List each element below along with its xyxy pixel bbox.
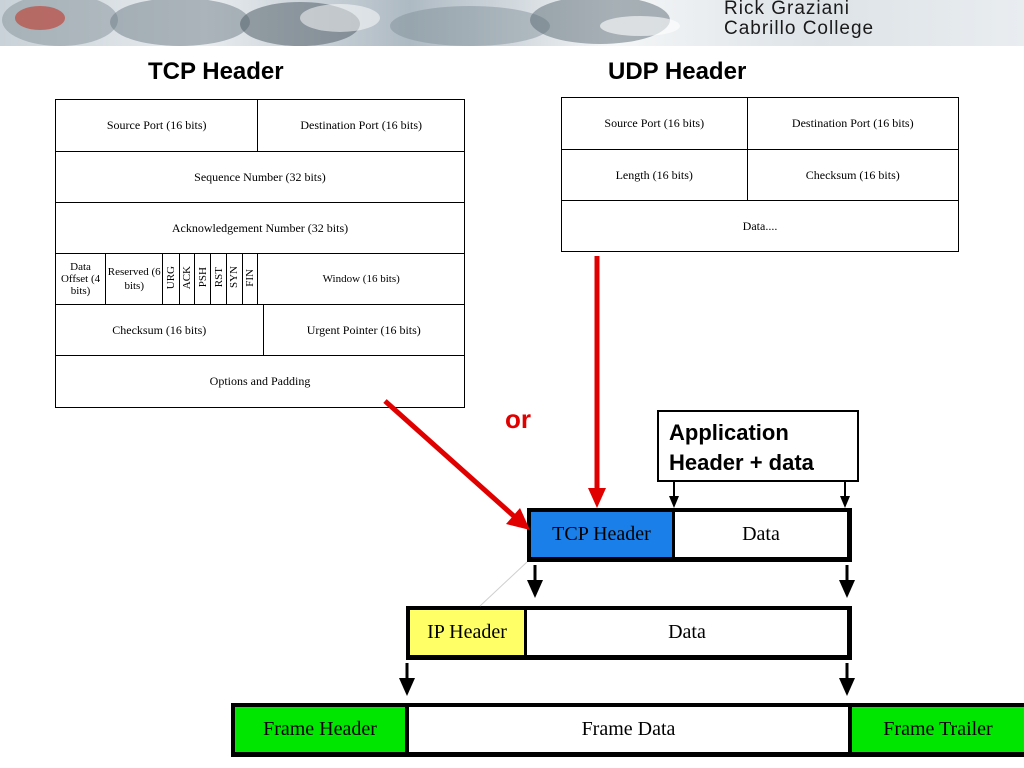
application-line2: Header + data bbox=[669, 450, 814, 475]
segment-tcp-header: TCP Header bbox=[531, 512, 675, 557]
tcp-source-port-cell: Source Port (16 bits) bbox=[54, 99, 259, 152]
udp-destination-port-cell: Destination Port (16 bits) bbox=[746, 97, 959, 150]
udp-header-table: Source Port (16 bits) Destination Port (… bbox=[561, 97, 959, 252]
black-arrow-app-left bbox=[669, 482, 679, 508]
black-arrow-app-right bbox=[840, 482, 850, 508]
packet-ip-header: IP Header bbox=[410, 610, 527, 655]
application-box: Application Header + data bbox=[657, 410, 859, 482]
udp-checksum-cell: Checksum (16 bits) bbox=[746, 149, 959, 201]
packet-data: Data bbox=[527, 610, 847, 655]
udp-length-cell: Length (16 bits) bbox=[561, 149, 748, 201]
frame-header: Frame Header bbox=[235, 707, 409, 752]
tcp-window-cell: Window (16 bits) bbox=[257, 253, 465, 305]
tcp-options-cell: Options and Padding bbox=[55, 355, 465, 408]
application-line1: Application bbox=[669, 420, 789, 445]
segment-data: Data bbox=[675, 512, 847, 557]
red-arrow-tcp bbox=[383, 399, 530, 530]
frame-trailer: Frame Trailer bbox=[848, 707, 1024, 752]
tcp-sequence-number-cell: Sequence Number (32 bits) bbox=[55, 151, 465, 203]
black-arrow-packet-left bbox=[399, 663, 415, 696]
author-name: Rick Graziani bbox=[724, 0, 850, 19]
banner-decoration bbox=[2, 0, 680, 46]
udp-header-title: UDP Header bbox=[608, 58, 747, 85]
black-arrow-segment-right bbox=[839, 565, 855, 598]
tcp-checksum-cell: Checksum (16 bits) bbox=[55, 304, 264, 356]
packet-row: IP Header Data bbox=[406, 606, 852, 660]
tcp-header-table: Source Port (16 bits) Destination Port (… bbox=[54, 99, 466, 408]
tcp-header-title: TCP Header bbox=[148, 58, 284, 85]
frame-row: Frame Header Frame Data Frame Trailer bbox=[231, 703, 1024, 757]
tcp-urgent-pointer-cell: Urgent Pointer (16 bits) bbox=[262, 304, 466, 356]
segment-row: TCP Header Data bbox=[527, 508, 852, 562]
udp-data-cell: Data.... bbox=[561, 200, 959, 252]
frame-data: Frame Data bbox=[409, 707, 848, 752]
black-arrow-packet-right bbox=[839, 663, 855, 696]
author-college: Cabrillo College bbox=[724, 18, 875, 39]
or-label: or bbox=[505, 404, 531, 434]
banner-author: Rick Graziani Cabrillo College bbox=[724, 0, 874, 39]
tcp-ack-number-cell: Acknowledgement Number (32 bits) bbox=[55, 202, 465, 254]
faint-guide-line bbox=[479, 561, 528, 607]
red-arrow-udp bbox=[588, 256, 606, 508]
tcp-reserved-cell: Reserved (6 bits) bbox=[105, 253, 164, 305]
banner: Rick Graziani Cabrillo College bbox=[0, 0, 1024, 46]
black-arrow-segment-left bbox=[527, 565, 543, 598]
